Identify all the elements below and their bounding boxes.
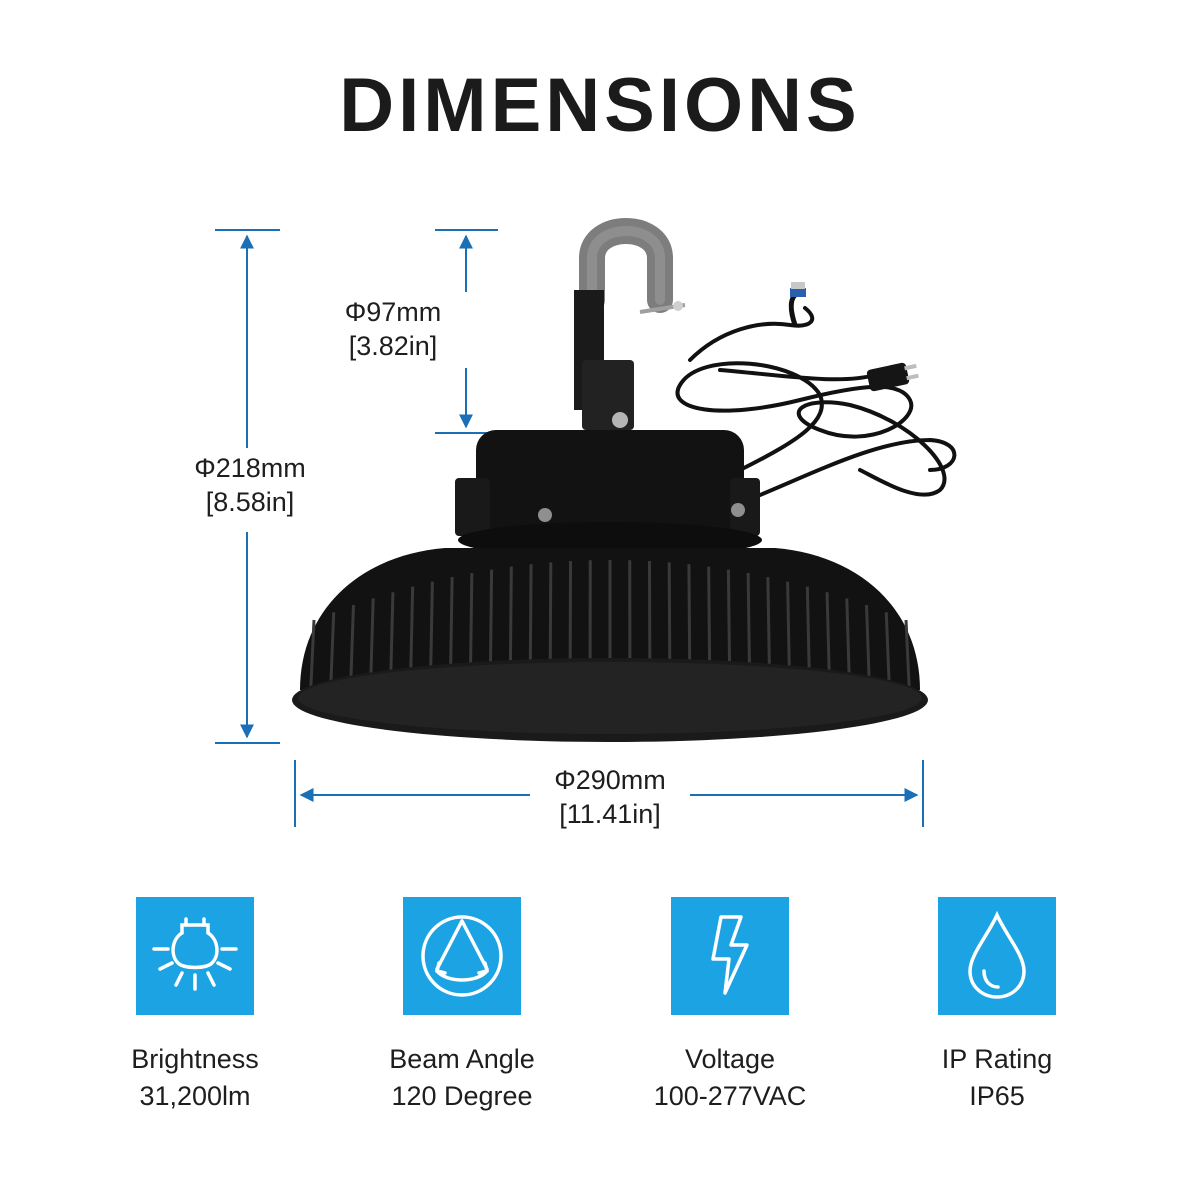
power-cord: [675, 306, 957, 497]
height-dimension-metric: Φ218mm: [194, 453, 306, 483]
feature-ip-rating: IP Rating IP65: [877, 897, 1117, 1115]
hook-dimension-metric: Φ97mm: [344, 297, 442, 327]
diameter-dimension-imperial: [11.41in]: [559, 799, 661, 829]
lightning-bolt-icon: [671, 897, 789, 1015]
beam-angle-icon: [403, 897, 521, 1015]
height-dimension-label: Φ218mm [8.58in]: [170, 451, 330, 519]
feature-brightness: Brightness 31,200lm: [75, 897, 315, 1115]
feature-beam-angle-name: Beam Angle: [389, 1044, 535, 1074]
water-drop-icon: [938, 897, 1056, 1015]
product-diagram: [215, 218, 957, 827]
feature-beam-angle-value: 120 Degree: [391, 1081, 533, 1111]
feature-brightness-value: 31,200lm: [139, 1081, 251, 1111]
feature-beam-angle: Beam Angle 120 Degree: [342, 897, 582, 1115]
feature-voltage-value: 100-277VAC: [653, 1081, 807, 1111]
feature-voltage-name: Voltage: [684, 1044, 776, 1074]
height-dimension-imperial: [8.58in]: [205, 487, 295, 517]
height-dimension-line: [215, 229, 280, 744]
diameter-dimension-line: [294, 760, 924, 827]
feature-voltage: Voltage 100-277VAC: [610, 897, 850, 1115]
feature-ip-rating-value: IP65: [969, 1081, 1025, 1111]
driver-housing: [455, 430, 762, 558]
wire-ends: [788, 282, 806, 326]
feature-brightness-name: Brightness: [131, 1044, 259, 1074]
hook-dimension-label: Φ97mm [3.82in]: [318, 295, 468, 363]
diameter-dimension-metric: Φ290mm: [554, 765, 666, 795]
hook: [574, 218, 686, 430]
feature-ip-rating-name: IP Rating: [941, 1044, 1053, 1074]
plug: [866, 362, 919, 392]
diameter-dimension-label: Φ290mm [11.41in]: [530, 763, 690, 831]
light-bulb-icon: [136, 897, 254, 1015]
hook-dimension-imperial: [3.82in]: [348, 331, 438, 361]
page-title: DIMENSIONS: [339, 63, 861, 148]
heatsink: [292, 548, 928, 742]
